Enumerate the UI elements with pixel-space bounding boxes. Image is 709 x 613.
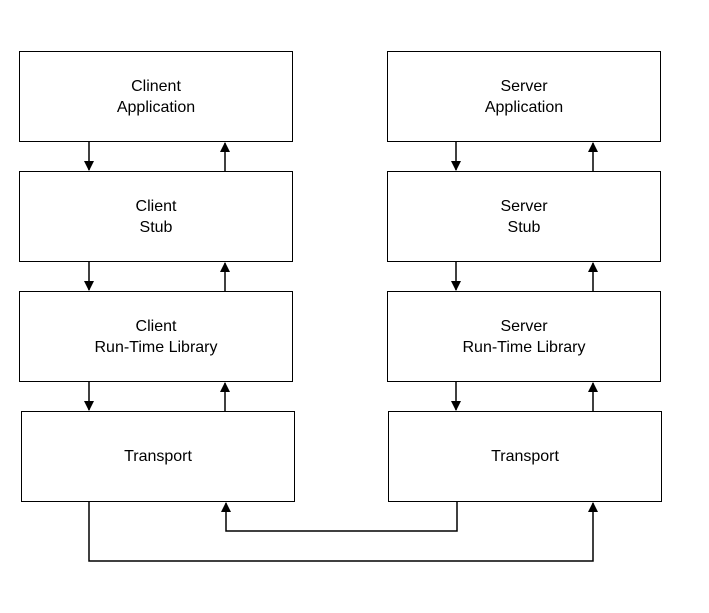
server-runtime-library-box: Server Run-Time Library bbox=[387, 291, 661, 382]
server-transport-box: Transport bbox=[388, 411, 662, 502]
server-application-box: Server Application bbox=[387, 51, 661, 142]
arrow-client-transport-to-server-transport bbox=[88, 502, 598, 562]
client-stub-box: Client Stub bbox=[19, 171, 293, 262]
client-application-label: Clinent Application bbox=[116, 77, 196, 116]
server-transport-label: Transport bbox=[491, 448, 559, 465]
server-application-label: Server Application bbox=[484, 77, 564, 116]
arrow-server-transport-to-client-transport bbox=[221, 502, 458, 532]
client-application-box: Clinent Application bbox=[19, 51, 293, 142]
client-transport-label: Transport bbox=[124, 448, 192, 465]
client-runtime-library-box: Client Run-Time Library bbox=[19, 291, 293, 382]
server-runtime-library-label: Server Run-Time Library bbox=[462, 317, 586, 356]
server-stub-box: Server Stub bbox=[387, 171, 661, 262]
client-stub-label: Client Stub bbox=[135, 197, 177, 236]
client-runtime-library-label: Client Run-Time Library bbox=[94, 317, 218, 356]
server-stub-label: Server Stub bbox=[500, 197, 548, 236]
client-transport-box: Transport bbox=[21, 411, 295, 502]
